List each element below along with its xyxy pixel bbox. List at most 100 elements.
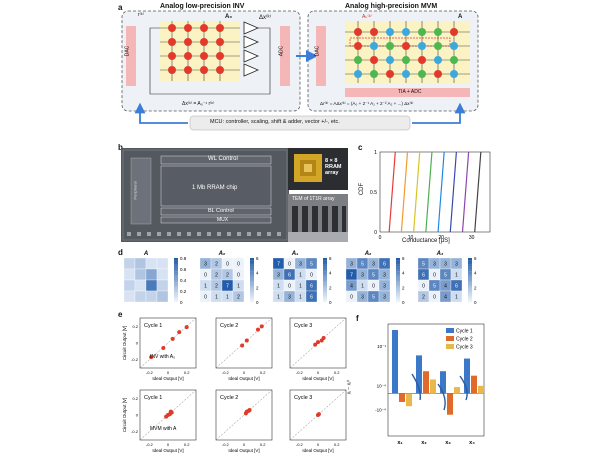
dac-left-label: DAC	[124, 45, 131, 57]
colorbar-segment	[174, 284, 178, 287]
heatmap-cell	[123, 257, 136, 270]
heatmap-value: 7	[350, 273, 353, 279]
panel-b-tem-svg	[288, 194, 348, 242]
colorbar-segment	[396, 293, 400, 296]
heatmap-value: 1	[204, 284, 207, 290]
colorbar-segment	[174, 264, 178, 267]
colorbar-segment	[323, 288, 327, 292]
mux-box	[160, 216, 272, 224]
colorbar-segment	[468, 293, 472, 296]
scatter-xtick: 0	[167, 370, 170, 375]
cdf-xlabel: Conductance [μS]	[402, 238, 450, 244]
cdf-xtick: 30	[469, 235, 475, 241]
cdf-series-line	[461, 151, 470, 233]
trend-arrow	[411, 373, 422, 401]
bar	[440, 371, 446, 394]
heatmap-value: 1	[215, 295, 218, 301]
heatmap-value: 1	[226, 295, 229, 301]
colorbar-segment	[250, 269, 254, 272]
colorbar-segment	[250, 284, 254, 287]
colorbar-segment	[468, 262, 472, 265]
colorbar-tick: 0	[180, 300, 183, 305]
heatmap-value: 2	[215, 273, 218, 279]
colorbar-segment	[323, 280, 327, 283]
chip-side-strip	[130, 157, 152, 225]
heatmap-cell	[134, 268, 147, 281]
heatmap-cell	[156, 268, 169, 281]
colorbar-segment	[174, 258, 178, 261]
heatmap-cell	[134, 279, 147, 292]
colorbar-tick: 2	[474, 285, 477, 290]
heatmap-value: 0	[237, 262, 240, 268]
heatmap-value: 0	[204, 295, 207, 301]
a0-label: A₀	[225, 14, 233, 20]
heatmap-title: A₃	[436, 251, 444, 257]
colorbar-segment	[396, 260, 400, 263]
panel-b-chip-svg	[121, 148, 289, 242]
trend-arrow	[459, 375, 468, 401]
heatmap-value: 3	[433, 262, 436, 268]
scatter-ytick: 0	[136, 413, 139, 418]
scatter-ytick: -0.2	[131, 429, 139, 434]
colorbar-segment	[468, 288, 472, 292]
colorbar-tick: 0.6	[180, 267, 187, 272]
heatmap-value: 4	[444, 295, 447, 301]
heatmap-value: 0	[310, 273, 313, 279]
wl-control-box	[160, 155, 272, 165]
bar	[454, 387, 460, 394]
colorbar-segment	[323, 275, 327, 278]
colorbar-segment	[323, 284, 327, 287]
scatter-point	[313, 342, 318, 347]
scatter-title: Cycle 1	[144, 323, 162, 329]
colorbar-tick: 6	[402, 256, 405, 261]
heatmap-value: 1	[299, 273, 302, 279]
heatmap-title: A	[143, 251, 148, 257]
scatter-point	[240, 343, 245, 348]
scatter-point	[170, 336, 175, 341]
colorbar-tick: 0.4	[180, 278, 187, 283]
colorbar-segment	[250, 282, 254, 285]
bar-category-label: x₃	[445, 440, 451, 446]
scatter-xtick: 0	[167, 442, 170, 447]
heatmap-value: 3	[455, 262, 458, 268]
scatter-point	[316, 412, 321, 417]
colorbar-segment	[323, 286, 327, 289]
colorbar-segment	[396, 299, 400, 303]
heatmap-value: 6	[310, 284, 313, 290]
scatter-xtick: 0	[243, 442, 246, 447]
colorbar-segment	[250, 277, 254, 281]
ak-label: Aₖ⁽ᵏ⁾	[362, 14, 372, 20]
bar-category-label: x₁	[397, 440, 403, 446]
heatmap-value: 3	[299, 262, 302, 268]
colorbar-segment	[323, 266, 327, 270]
scatter-note: INV with A₀	[150, 354, 175, 360]
dac-left-box	[126, 26, 136, 86]
heatmap-value: 0	[422, 284, 425, 290]
colorbar-segment	[323, 291, 327, 294]
heatmap-value: 2	[226, 273, 229, 279]
heatmap-value: 2	[215, 262, 218, 268]
scatter-xtick: 0	[243, 370, 246, 375]
colorbar-segment	[468, 280, 472, 283]
bar-category-label: x₂	[421, 440, 427, 446]
colorbar-segment	[396, 266, 400, 270]
scatter-point	[256, 327, 260, 332]
scatter-point	[169, 410, 174, 415]
heatmap-value: 3	[383, 284, 386, 290]
bl-control-box	[160, 207, 272, 216]
colorbar-segment	[468, 271, 472, 274]
colorbar-segment	[396, 277, 400, 281]
scatter-note: MVM with A	[150, 426, 177, 432]
colorbar-segment	[396, 286, 400, 289]
colorbar-segment	[250, 271, 254, 274]
cdf-series-line	[437, 151, 445, 233]
mvm-cells-row4	[354, 70, 458, 78]
scatter-title: Cycle 3	[294, 323, 312, 329]
panel-d-letter: d	[118, 248, 123, 257]
heatmap-value: 5	[422, 262, 425, 268]
scatter-xtick: 0.2	[184, 370, 190, 375]
